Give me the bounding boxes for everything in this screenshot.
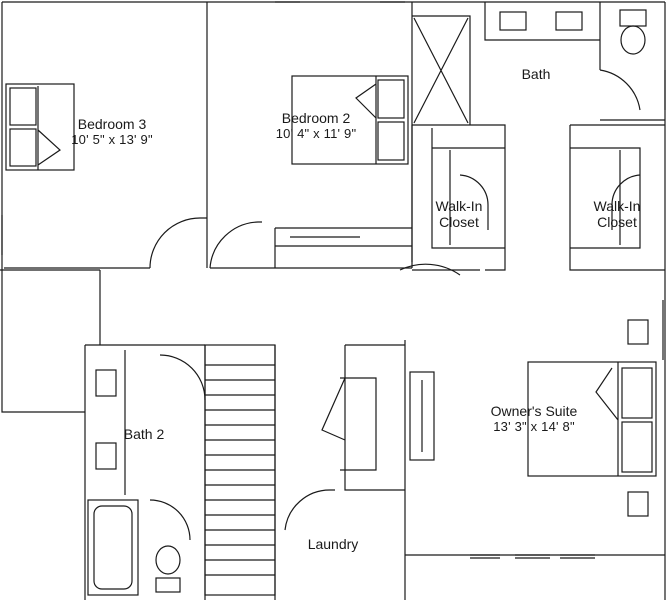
owners-suite-name: Owner's Suite [490,403,578,419]
bath2-toilet [155,545,181,593]
bath-toilet [619,9,647,55]
bedroom3-label: Bedroom 3 10' 5" x 13' 9" [60,116,164,148]
bath-sink-1 [499,11,527,31]
laundry-counter [321,344,405,491]
bath2-lower-door [149,499,191,541]
staircase [204,344,276,596]
right-closet-shelves [570,147,641,249]
bedroom3-door [149,217,207,269]
bath-sink-2 [555,11,583,31]
closet-left-line1: Walk-In [435,198,483,214]
bath-name: Bath [521,66,551,82]
windows [1,1,666,559]
bedroom3-dimensions: 10' 5" x 13' 9" [71,132,153,147]
closet-right-line2: Closet [597,214,637,230]
closet-left-line2: Closet [439,214,479,230]
bath2-tub [87,499,139,596]
bath-walls [411,2,665,271]
nightstand-top [627,319,649,345]
bath2-label: Bath 2 [112,426,176,442]
nightstand-bottom [627,491,649,517]
bath-door [599,69,641,111]
bedroom2-dimensions: 10' 4" x 11' 9" [275,126,357,141]
bath2-name: Bath 2 [123,426,165,442]
hall-door [399,263,461,276]
bedroom2-name: Bedroom 2 [281,110,351,126]
owners-suite-dimensions: 13' 3" x 14' 8" [493,419,575,434]
closet-left-door [459,174,489,230]
laundry-name: Laundry [307,536,359,552]
bedroom2-label: Bedroom 2 10' 4" x 11' 9" [264,110,368,142]
bath-label: Bath [508,66,564,82]
owners-bed [527,361,657,477]
owners-suite-label: Owner's Suite 13' 3" x 14' 8" [474,403,594,435]
owners-dresser [409,371,435,461]
shower-x [413,17,469,124]
closet-left-label: Walk-In Closet [424,198,494,230]
laundry-label: Laundry [296,536,370,552]
bath2-sink-2 [95,442,117,470]
bedroom3-bed [5,83,75,171]
closet-right-label: Walk-In Closet [582,198,652,230]
bath2-door [159,354,206,401]
bedroom2-bed [291,75,409,165]
closet-right-door [611,174,641,230]
bedroom3-name: Bedroom 3 [77,116,147,132]
bedroom2-closet [274,227,412,268]
left-closet-shelves [431,128,505,249]
closet-right-line1: Walk-In [593,198,641,214]
bath2-sink-1 [95,369,117,397]
bedroom2-door [209,221,262,269]
laundry-door [284,489,335,531]
